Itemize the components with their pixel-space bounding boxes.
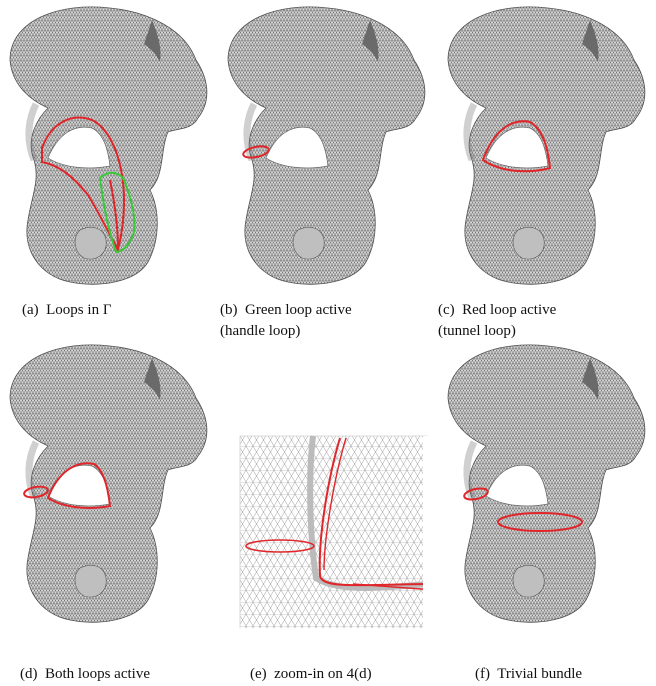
panel-c-red-loop-active [438, 0, 648, 290]
panel-e-zoom-in [218, 338, 428, 628]
kitten-mesh-image [0, 0, 210, 290]
panel-f-trivial-bundle [438, 338, 648, 628]
caption-c: (c) Red loop active (tunnel loop) [438, 300, 556, 342]
kitten-mesh-image [438, 0, 648, 290]
caption-a: (a) Loops in Γ [22, 300, 112, 321]
kitten-mesh-image [0, 338, 210, 628]
kitten-mesh-image [218, 0, 428, 290]
caption-b: (b) Green loop active (handle loop) [220, 300, 352, 342]
caption-f: (f) Trivial bundle [475, 664, 582, 685]
panel-d-both-loops-active [0, 338, 210, 628]
zoom-mesh-image [218, 338, 428, 628]
caption-d: (d) Both loops active [20, 664, 150, 685]
panel-a-loops-in-gamma [0, 0, 210, 290]
caption-e: (e) zoom-in on 4(d) [250, 664, 372, 685]
panel-b-green-loop-active [218, 0, 428, 290]
kitten-mesh-image [438, 338, 648, 628]
